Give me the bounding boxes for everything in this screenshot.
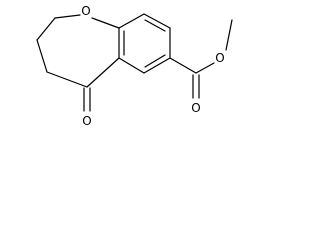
bond-ketone-carbon-c6 <box>86 57 120 88</box>
ring-oxygen-label: O <box>81 4 90 18</box>
bond-ch2-ch2-b <box>36 39 48 73</box>
bond-aromatic-inner-2 <box>144 54 166 68</box>
ester-oxygen-label: O <box>215 51 224 65</box>
bond-aromatic-c4-c5 <box>143 57 171 74</box>
molecule-structure-drawing: O O O O <box>36 4 233 128</box>
bond-aromatic-c2-c3 <box>143 13 171 29</box>
bond-ester-oxygen-methyl <box>225 19 233 51</box>
bond-ester-carbon-oxygen <box>195 62 215 74</box>
bond-ch2-ch2-a <box>36 17 56 41</box>
bond-c1-ring-oxygen <box>91 17 120 29</box>
bond-aromatic-c1-c2 <box>118 13 145 29</box>
ketone-oxygen-label: O <box>82 114 91 128</box>
bond-aromatic-c5-c6 <box>118 57 145 74</box>
bond-aromatic-inner-1 <box>144 19 166 32</box>
bond-ch2-ketone-carbon <box>46 71 88 88</box>
ester-carbonyl-oxygen-label: O <box>191 101 200 115</box>
bond-c4-ester-carbon <box>169 57 197 74</box>
bond-ring-oxygen-ch2 <box>54 14 81 19</box>
